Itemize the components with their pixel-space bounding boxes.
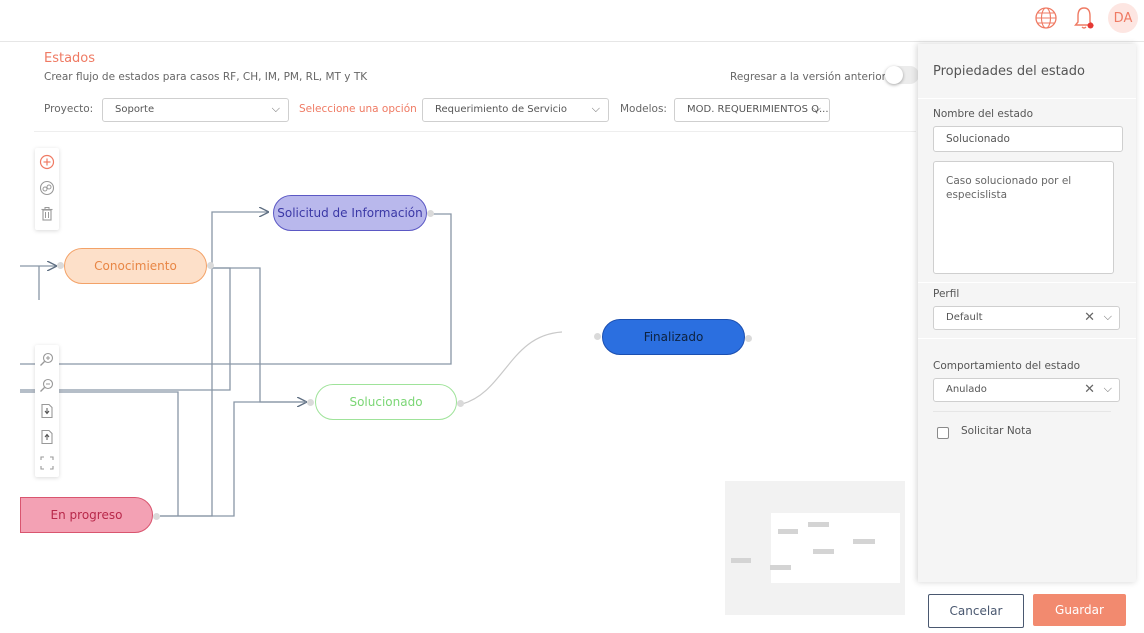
node-port[interactable]	[207, 262, 214, 269]
state-node-solucionado[interactable]: Solucionado	[315, 384, 457, 420]
node-port[interactable]	[427, 210, 434, 217]
state-node-label: Finalizado	[643, 330, 704, 344]
minimap-node	[813, 549, 834, 554]
diagram-toolbar-zoom	[35, 345, 59, 477]
project-select[interactable]: Soporte ⌵	[102, 98, 289, 122]
download-file-icon[interactable]	[35, 398, 59, 424]
trash-icon[interactable]	[35, 201, 59, 227]
option-label: Seleccione una opción	[299, 103, 417, 115]
models-select-value: MOD. REQUERIMIENTOS Q...	[687, 104, 829, 115]
panel-divider	[933, 411, 1111, 412]
top-header: DA	[0, 0, 1144, 42]
chevron-down-icon: ⌵	[812, 102, 821, 115]
revert-version-label: Regresar a la versión anterior	[730, 71, 886, 83]
minimap-node	[770, 565, 791, 570]
link-circle-icon[interactable]	[35, 175, 59, 201]
chevron-down-icon: ⌵	[271, 102, 280, 115]
panel-divider	[918, 338, 1136, 339]
state-node-solicitud[interactable]: Solicitud de Información	[273, 195, 427, 231]
state-description-textarea[interactable]: Caso solucionado por el especislista	[933, 161, 1114, 274]
profile-select[interactable]: Default ✕ ⌵	[933, 306, 1120, 330]
state-node-en-progreso[interactable]: En progreso	[20, 497, 153, 533]
case-type-select[interactable]: Requerimiento de Servicio ⌵	[422, 98, 609, 122]
request-note-checkbox[interactable]	[937, 427, 949, 439]
revert-version-toggle[interactable]	[885, 66, 919, 84]
diagram-minimap[interactable]	[725, 481, 905, 615]
edge	[20, 391, 179, 516]
page-title: Estados	[44, 51, 96, 66]
project-select-value: Soporte	[115, 104, 155, 115]
edge	[20, 213, 452, 365]
edge	[160, 401, 306, 517]
behavior-label: Comportamiento del estado	[933, 360, 1081, 372]
models-label: Modelos:	[620, 103, 667, 115]
chevron-down-icon: ⌵	[1103, 310, 1112, 323]
node-port[interactable]	[57, 262, 64, 269]
cancel-button[interactable]: Cancelar	[928, 594, 1024, 628]
state-name-label: Nombre del estado	[933, 108, 1034, 120]
profile-select-value: Default	[946, 312, 983, 323]
edge	[212, 267, 306, 402]
globe-icon[interactable]	[1034, 6, 1058, 30]
case-type-select-value: Requerimiento de Servicio	[435, 104, 567, 115]
clear-icon[interactable]: ✕	[1084, 382, 1095, 397]
node-port[interactable]	[745, 335, 752, 342]
zoom-out-icon[interactable]	[35, 372, 59, 398]
upload-file-icon[interactable]	[35, 424, 59, 450]
add-circle-icon[interactable]	[35, 149, 59, 175]
node-port[interactable]	[153, 513, 160, 520]
panel-divider	[918, 98, 1136, 99]
page-subtitle: Crear flujo de estados para casos RF, CH…	[44, 71, 368, 83]
node-port[interactable]	[594, 333, 601, 340]
state-name-input[interactable]: Solucionado	[933, 126, 1123, 152]
diagram-toolbar-top	[35, 148, 59, 230]
state-node-finalizado[interactable]: Finalizado	[602, 319, 745, 355]
toggle-knob	[885, 66, 903, 84]
clear-icon[interactable]: ✕	[1084, 310, 1095, 325]
state-node-label: En progreso	[50, 508, 123, 522]
panel-divider	[918, 282, 1136, 283]
project-label: Proyecto:	[44, 103, 94, 115]
avatar[interactable]: DA	[1108, 3, 1138, 33]
save-button[interactable]: Guardar	[1033, 594, 1126, 626]
profile-label: Perfil	[933, 288, 960, 300]
node-port[interactable]	[457, 400, 464, 407]
bell-icon[interactable]	[1072, 5, 1096, 31]
state-node-label: Conocimiento	[94, 259, 177, 273]
state-node-label: Solicitud de Información	[277, 206, 423, 220]
fit-screen-icon[interactable]	[35, 450, 59, 476]
minimap-node	[808, 522, 829, 527]
models-select[interactable]: MOD. REQUERIMIENTOS Q... ⌵	[674, 98, 830, 122]
zoom-in-icon[interactable]	[35, 346, 59, 372]
panel-title: Propiedades del estado	[933, 64, 1085, 79]
minimap-viewport[interactable]	[771, 513, 900, 583]
state-properties-panel: Propiedades del estado Nombre del estado…	[918, 44, 1136, 582]
chevron-down-icon: ⌵	[1103, 382, 1112, 395]
minimap-node	[853, 539, 875, 544]
filters-divider	[34, 131, 916, 132]
state-node-label: Solucionado	[349, 395, 423, 409]
request-note-label: Solicitar Nota	[961, 425, 1032, 437]
edge	[211, 212, 268, 266]
edge	[461, 331, 563, 405]
minimap-node	[778, 529, 798, 534]
minimap-node	[731, 558, 751, 563]
behavior-select[interactable]: Anulado ✕ ⌵	[933, 378, 1120, 402]
flow-edges	[20, 0, 563, 517]
chevron-down-icon: ⌵	[591, 102, 600, 115]
behavior-select-value: Anulado	[946, 384, 987, 395]
node-port[interactable]	[307, 399, 314, 406]
state-node-conocimiento[interactable]: Conocimiento	[64, 248, 207, 284]
